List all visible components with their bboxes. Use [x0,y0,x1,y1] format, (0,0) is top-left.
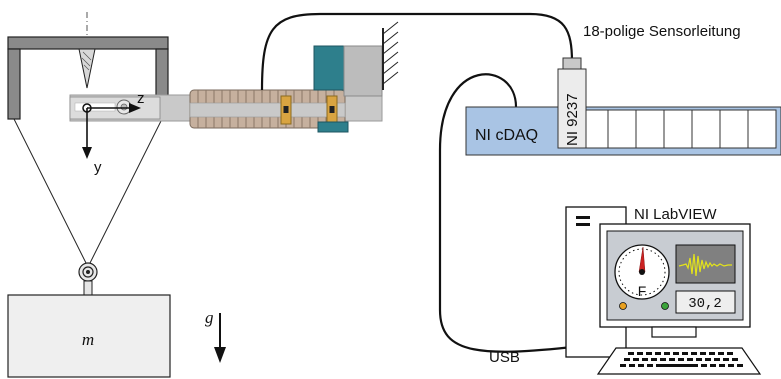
load-point-cone [78,48,96,89]
daq-chassis: NI cDAQ [465,106,781,156]
frame-top-bar [7,36,169,50]
frame-left-leg [7,48,21,120]
value-display-text: 30,2 [688,296,722,312]
gravity-label: g [205,308,214,327]
usb-cable [438,73,591,353]
clamp-hatch-icon [382,21,399,90]
pulley-icon [78,262,98,296]
gauge-dial-icon [614,244,670,310]
value-display [675,290,736,314]
sensor-cable-label: 18-polige Sensorleitung [583,23,741,40]
gauge-symbol: F [638,283,647,299]
sleeve [189,89,346,129]
module-label: NI 9237 [564,93,581,146]
clamp-block [313,45,383,133]
rope-right [89,118,163,264]
daq-label: NI cDAQ [475,127,538,144]
beam-assembly: y z [69,21,399,176]
oscilloscope-icon [675,244,736,284]
mass-block [7,294,171,378]
axis-y-label: y [94,159,102,176]
load-frame: m g [7,12,226,378]
cables [260,12,591,353]
mass-label: m [82,330,94,349]
coordinate-system [82,103,141,159]
sensor-cable [260,12,574,91]
gravity-arrow [214,313,226,363]
labview-label: NI LabVIEW [634,206,717,223]
strain-gauge-icon [326,95,338,125]
axis-z-label: z [137,90,145,107]
keyboard-icon [596,347,762,375]
module-ni9237: NI 9237 [557,57,587,149]
usb-label: USB [489,349,520,366]
strain-gauge-icon [280,95,292,125]
rope-left [13,118,87,264]
